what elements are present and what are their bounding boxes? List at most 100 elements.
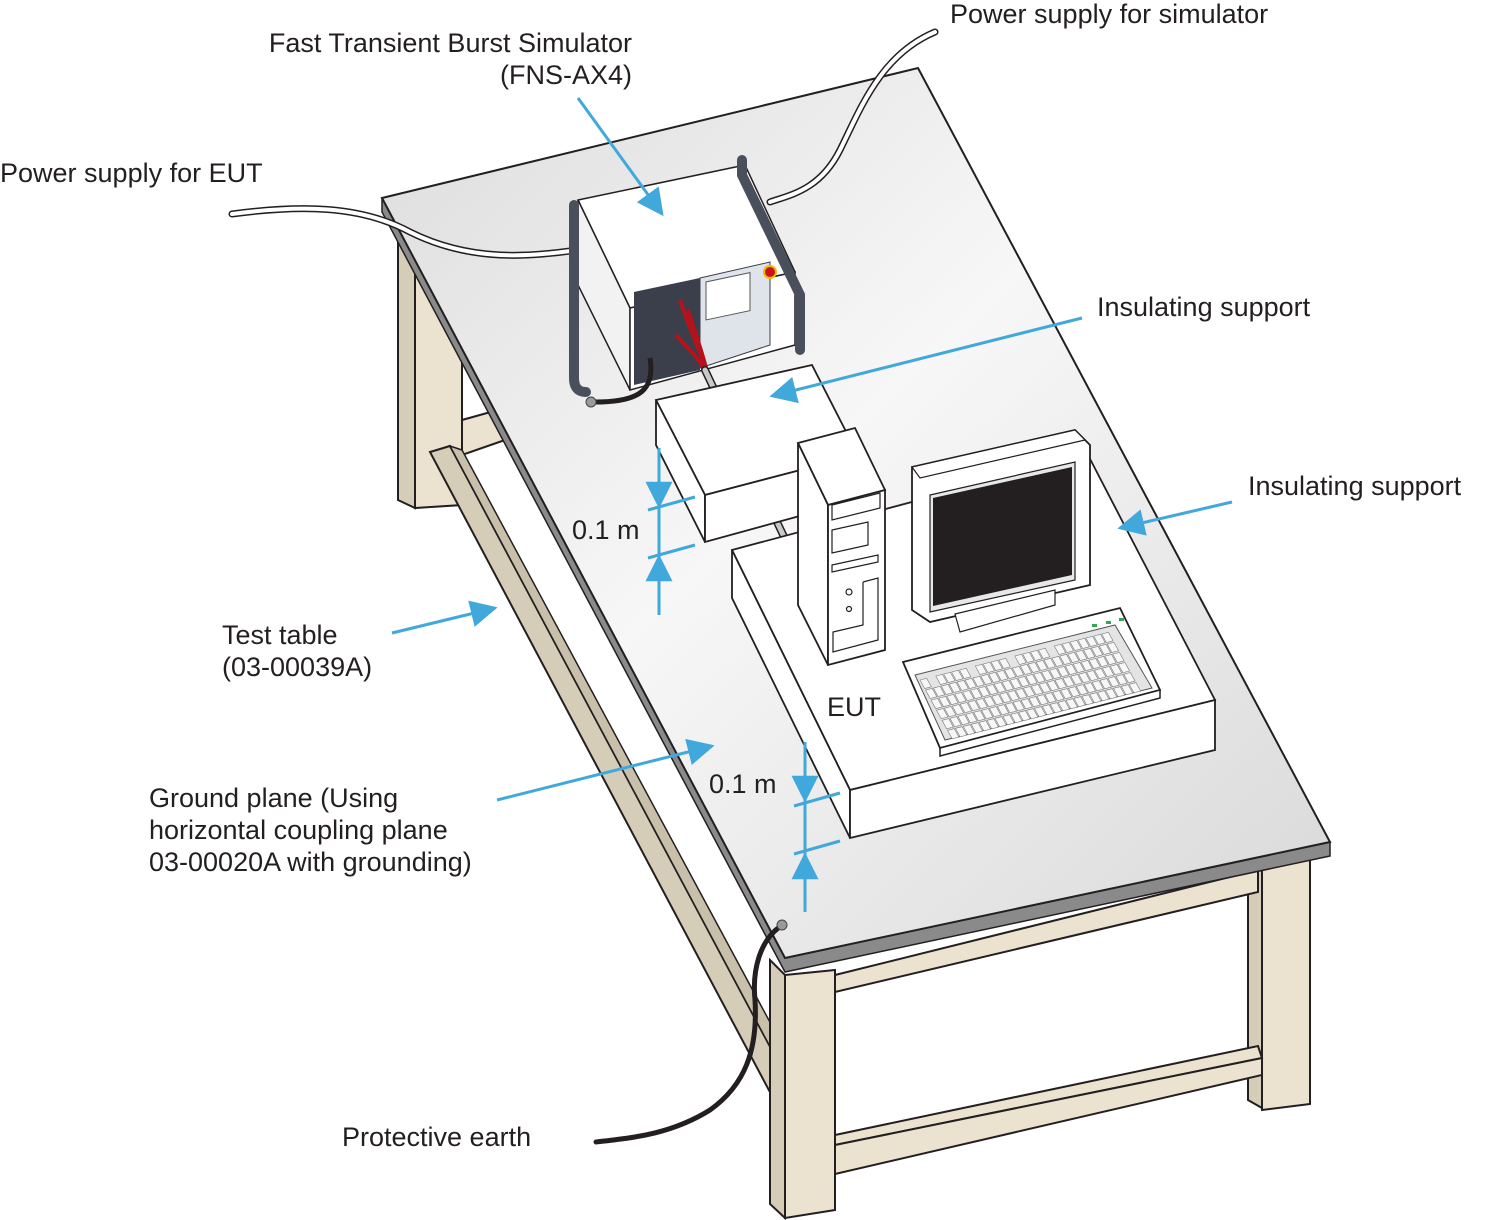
label-insulating-support-2: Insulating support: [1248, 471, 1462, 501]
keyboard-key: [935, 673, 948, 685]
keyboard-key: [970, 688, 983, 699]
monitor-stand: [954, 589, 1056, 633]
keyboard-key: [936, 708, 949, 720]
keyboard-key: [1064, 664, 1078, 675]
keyboard-key: [1101, 666, 1115, 678]
keyboard-key: [1034, 706, 1047, 718]
keyboard-key: [959, 667, 972, 679]
keyboard-key: [1083, 682, 1097, 694]
eut-keyboard: [901, 606, 1162, 757]
keyboard-key: [956, 680, 969, 691]
keyboard-key: [1028, 696, 1041, 708]
keyboard-key: [943, 706, 957, 718]
keyboard-key: [964, 678, 977, 689]
table-leg-front-left: [769, 957, 836, 1220]
fast-transient-burst-simulator: [569, 155, 805, 408]
keyboard-key: [999, 692, 1012, 704]
label-ground-plane-line-3: 03-00020A with grounding): [149, 847, 472, 877]
keyboard-key: [1036, 694, 1049, 706]
label-test-table-model: (03-00039A): [222, 652, 373, 682]
keyboard-key: [1054, 678, 1067, 690]
dimension-marker-2: [791, 742, 841, 912]
keyboard-key: [1038, 647, 1051, 659]
keyboard-key: [1014, 653, 1027, 665]
keyboard-key: [985, 684, 999, 695]
keyboard-key: [1099, 678, 1112, 690]
keyboard-key: [1117, 662, 1131, 674]
label-ground-plane-line-1: Ground plane (Using: [149, 783, 399, 813]
keyboard-key: [1043, 658, 1056, 669]
keyboard-key: [1083, 648, 1096, 659]
keyboard-key: [1004, 668, 1017, 679]
keyboard-key: [1027, 662, 1041, 673]
keyboard-key: [1107, 676, 1120, 688]
keyboard-key: [1056, 666, 1070, 677]
keyboard-key: [981, 708, 994, 720]
keyboard-key: [1080, 660, 1093, 671]
keyboard-key: [996, 704, 1010, 716]
callout-arrows: [391, 97, 1233, 802]
power-button-icon: [845, 588, 853, 596]
simulator-display: [705, 271, 751, 321]
keyboard-key: [1086, 670, 1099, 682]
keyboard-key: [1069, 639, 1082, 651]
keyboard-key: [1078, 672, 1091, 684]
callout-arrow-insulating-support-1: [769, 316, 1083, 404]
keyboard-key: [946, 694, 959, 705]
label-distance-1: 0.1 m: [572, 515, 640, 545]
keyboard-key: [951, 669, 964, 681]
keyboard-key: [980, 674, 993, 685]
keyboard-key: [1019, 664, 1033, 675]
keyboard-key: [974, 663, 988, 675]
keyboard-key: [1128, 682, 1142, 694]
keyboard-key: [1020, 698, 1033, 710]
keyboard-key: [1081, 694, 1094, 706]
keyboard-key: [1090, 646, 1104, 657]
keyboard-key: [988, 672, 1001, 683]
keyboard-key: [1010, 712, 1023, 724]
keyboard-key: [1088, 658, 1101, 669]
callout-arrow-test-table: [391, 600, 498, 635]
keyboard-key: [988, 706, 1002, 718]
protective-earth-cable: [593, 919, 788, 1145]
callout-arrow-insulating-support-2: [1117, 500, 1233, 536]
keyboard-key: [973, 710, 986, 722]
keyboard-keys: [919, 631, 1142, 740]
keyboard-key: [990, 659, 1003, 671]
keyboard-key: [1120, 684, 1134, 696]
keyboard-key: [1097, 690, 1110, 702]
keyboard-key: [1046, 680, 1059, 692]
keyboard-key: [977, 686, 991, 697]
keyboard-key: [957, 714, 970, 726]
keyboard-key: [972, 676, 985, 687]
keyboard-key: [1093, 633, 1106, 645]
keyboard-key: [1113, 686, 1126, 698]
keyboard-key: [996, 670, 1009, 681]
keyboard-key: [919, 677, 932, 689]
keyboard-key: [1061, 641, 1075, 653]
keyboard-key: [1030, 684, 1044, 696]
optical-drive: [831, 492, 881, 521]
label-distance-2: 0.1 m: [709, 769, 777, 799]
label-simulator-name: Fast Transient Burst Simulator: [268, 28, 632, 58]
emergency-stop-icon: [763, 265, 777, 279]
keyboard-key: [1073, 696, 1086, 708]
table-stretcher-front: [834, 1044, 1264, 1176]
callout-arrow-ground-plane: [496, 738, 715, 802]
keyboard-key: [1041, 704, 1055, 716]
keyboard-key: [932, 686, 946, 697]
keyboard-key: [1070, 674, 1083, 686]
keyboard-key: [1017, 676, 1030, 687]
keyboard-key: [1098, 644, 1112, 655]
eut-pc-tower: [796, 426, 887, 667]
keyboard-key: [1075, 650, 1088, 661]
keyboard-key: [994, 716, 1007, 728]
keyboard-key: [1094, 668, 1107, 680]
keyboard-key: [1015, 688, 1028, 700]
keyboard-key: [1115, 674, 1128, 686]
keyboard-key: [955, 726, 968, 738]
callout-arrow-simulator: [576, 97, 664, 217]
label-power-supply-eut: Power supply for EUT: [0, 158, 263, 188]
power-cable-eut: [228, 205, 594, 259]
